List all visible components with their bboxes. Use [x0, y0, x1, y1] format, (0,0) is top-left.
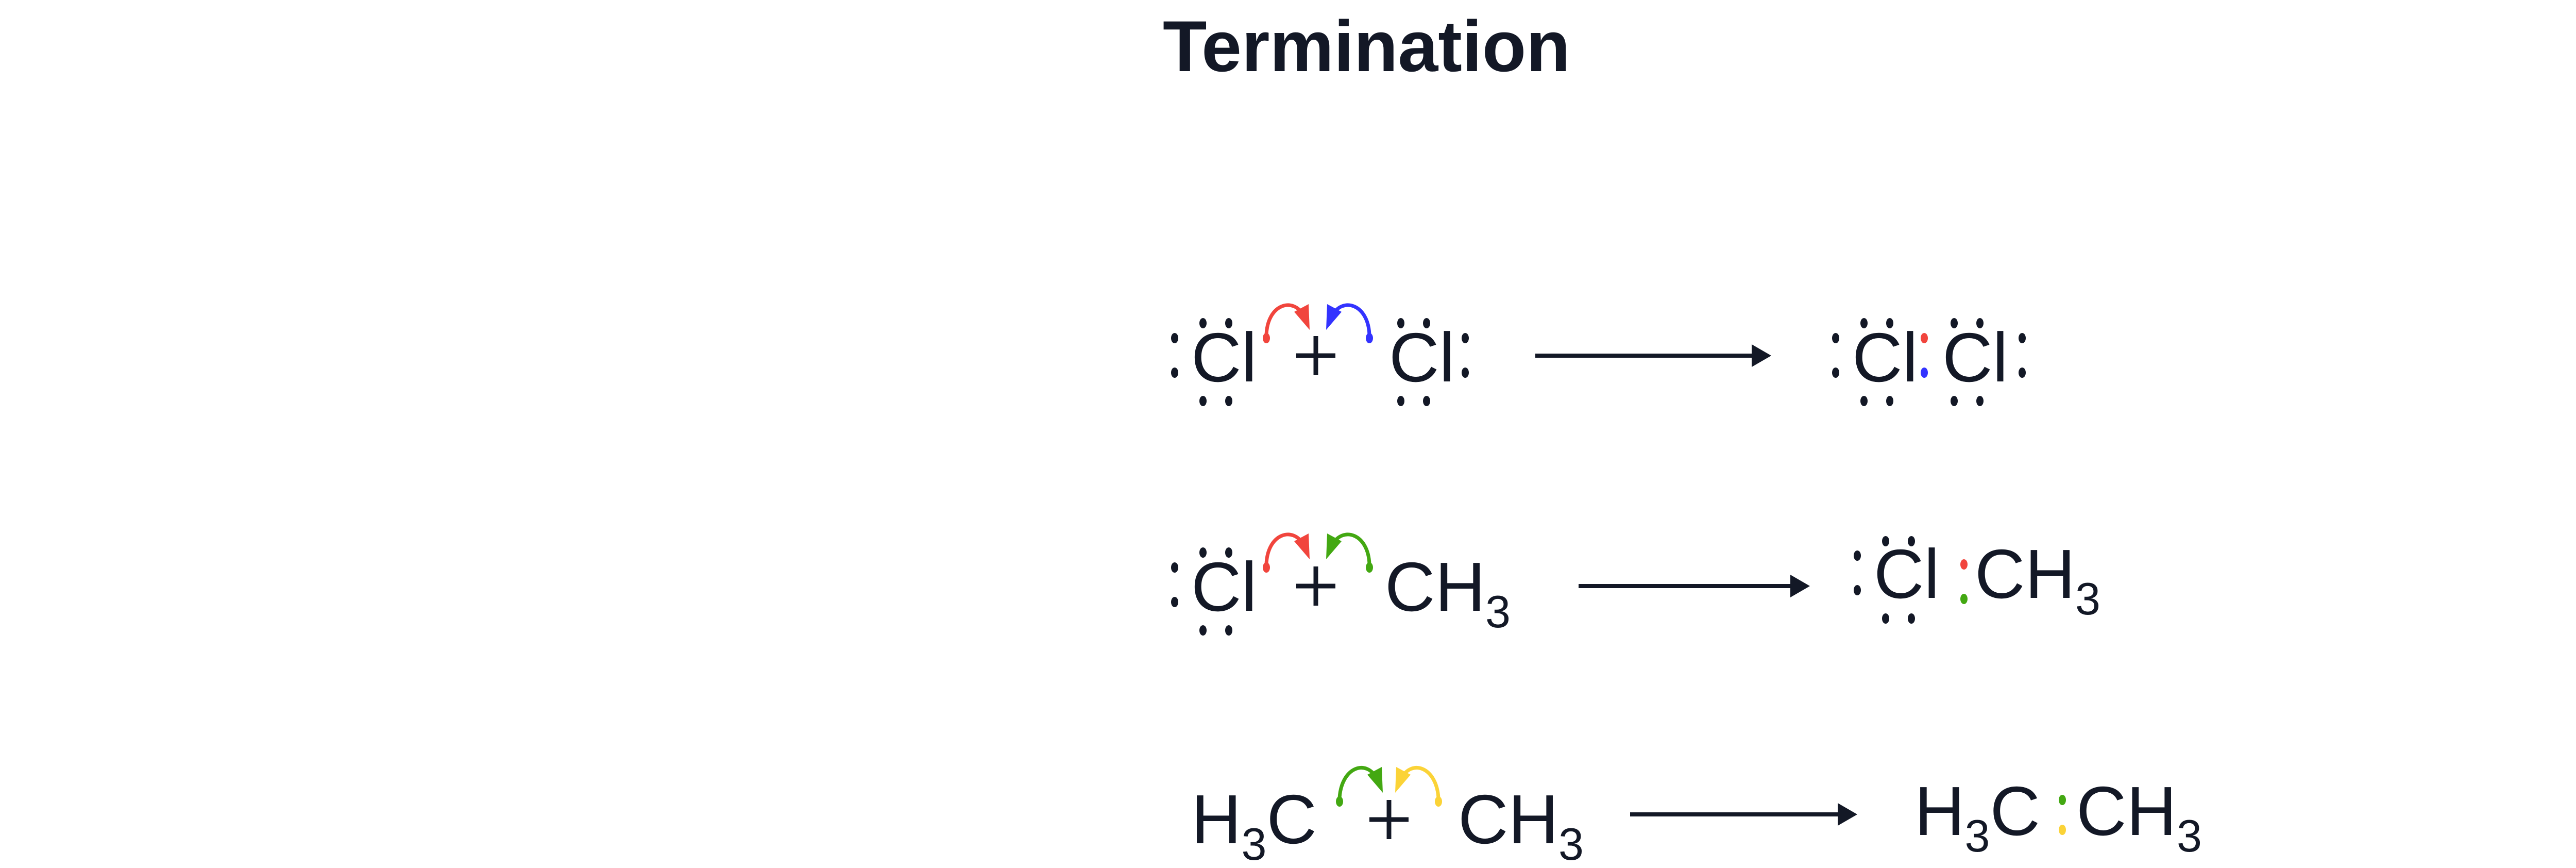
atom-label: CH3 [2076, 772, 2202, 861]
radical-electron [1336, 796, 1343, 807]
atom-label: CH3 [1975, 535, 2100, 624]
product-chloromethane: Cl CH3 [1854, 535, 2100, 624]
radical-electron [1366, 562, 1373, 573]
reaction-3: H3C CH3 H3C CH3 [1191, 766, 2202, 868]
radical-electron [1435, 796, 1442, 807]
section-title: Termination [1163, 6, 1570, 87]
lone-pair [1882, 613, 1915, 624]
atom-label: H3C [1914, 772, 2040, 861]
atom-label: Cl [1874, 535, 1940, 613]
arrowhead [1294, 304, 1310, 330]
fishhook-arrow-red [1264, 303, 1306, 336]
lone-pair [1171, 562, 1178, 607]
methyl-radical: CH3 [1385, 548, 1511, 637]
methyl-radical-right: CH3 [1458, 780, 1584, 868]
lone-pair [1397, 396, 1430, 406]
atom-label: Cl [1942, 319, 2008, 396]
reaction-1: Cl Cl Cl Cl [1171, 303, 2026, 406]
fishhook-arrow-green [1337, 766, 1379, 798]
plus-sign [1296, 336, 1335, 375]
lone-pair [1832, 333, 1839, 378]
bond-electron [1921, 333, 1928, 343]
arrowhead [1326, 533, 1342, 559]
atom-label: Cl [1191, 548, 1257, 626]
fishhook-arrow-red [1264, 532, 1306, 565]
fishhook-arrow-green [1330, 532, 1371, 565]
bond-electron [2059, 825, 2066, 835]
reaction-arrow [1535, 344, 1771, 367]
product-cl2: Cl Cl [1832, 318, 2026, 406]
radical-electron [1263, 562, 1270, 573]
bond-electron [1921, 368, 1928, 378]
lone-pair [1854, 550, 1861, 595]
reaction-arrow [1630, 803, 1857, 826]
radical-electron [1366, 333, 1373, 343]
lone-pair [1199, 625, 1232, 636]
lone-pair [1171, 333, 1178, 378]
methyl-radical-left: H3C [1191, 780, 1317, 868]
reaction-2: Cl CH3 Cl CH3 [1171, 532, 2100, 637]
reactant-cl-radical-left: Cl [1171, 318, 1270, 406]
product-ethane: H3C CH3 [1914, 772, 2202, 861]
arrowhead [1367, 767, 1383, 793]
lone-pair [1199, 396, 1232, 406]
atom-label: Cl [1191, 319, 1257, 396]
bond-electron [1960, 559, 1968, 570]
atom-label: Cl [1852, 319, 1918, 396]
lone-pair [1860, 396, 1893, 406]
reactant-cl-radical: Cl [1171, 547, 1270, 636]
bond-electron [2059, 795, 2066, 805]
lone-pair [1951, 396, 1984, 406]
reactant-cl-radical-right: Cl [1366, 318, 1469, 406]
bond-electron [1960, 594, 1968, 604]
arrowhead [1395, 767, 1411, 793]
plus-sign [1296, 566, 1335, 606]
atom-label: Cl [1389, 319, 1455, 396]
lone-pair [1462, 333, 1469, 378]
fishhook-arrow-yellow [1399, 766, 1440, 798]
radical-electron [1263, 333, 1270, 343]
plus-sign [1369, 800, 1409, 839]
arrowhead [1294, 533, 1310, 559]
arrowhead [1326, 304, 1342, 330]
reaction-arrow [1579, 575, 1810, 597]
fishhook-arrow-blue [1330, 303, 1371, 336]
lone-pair [2019, 333, 2026, 378]
